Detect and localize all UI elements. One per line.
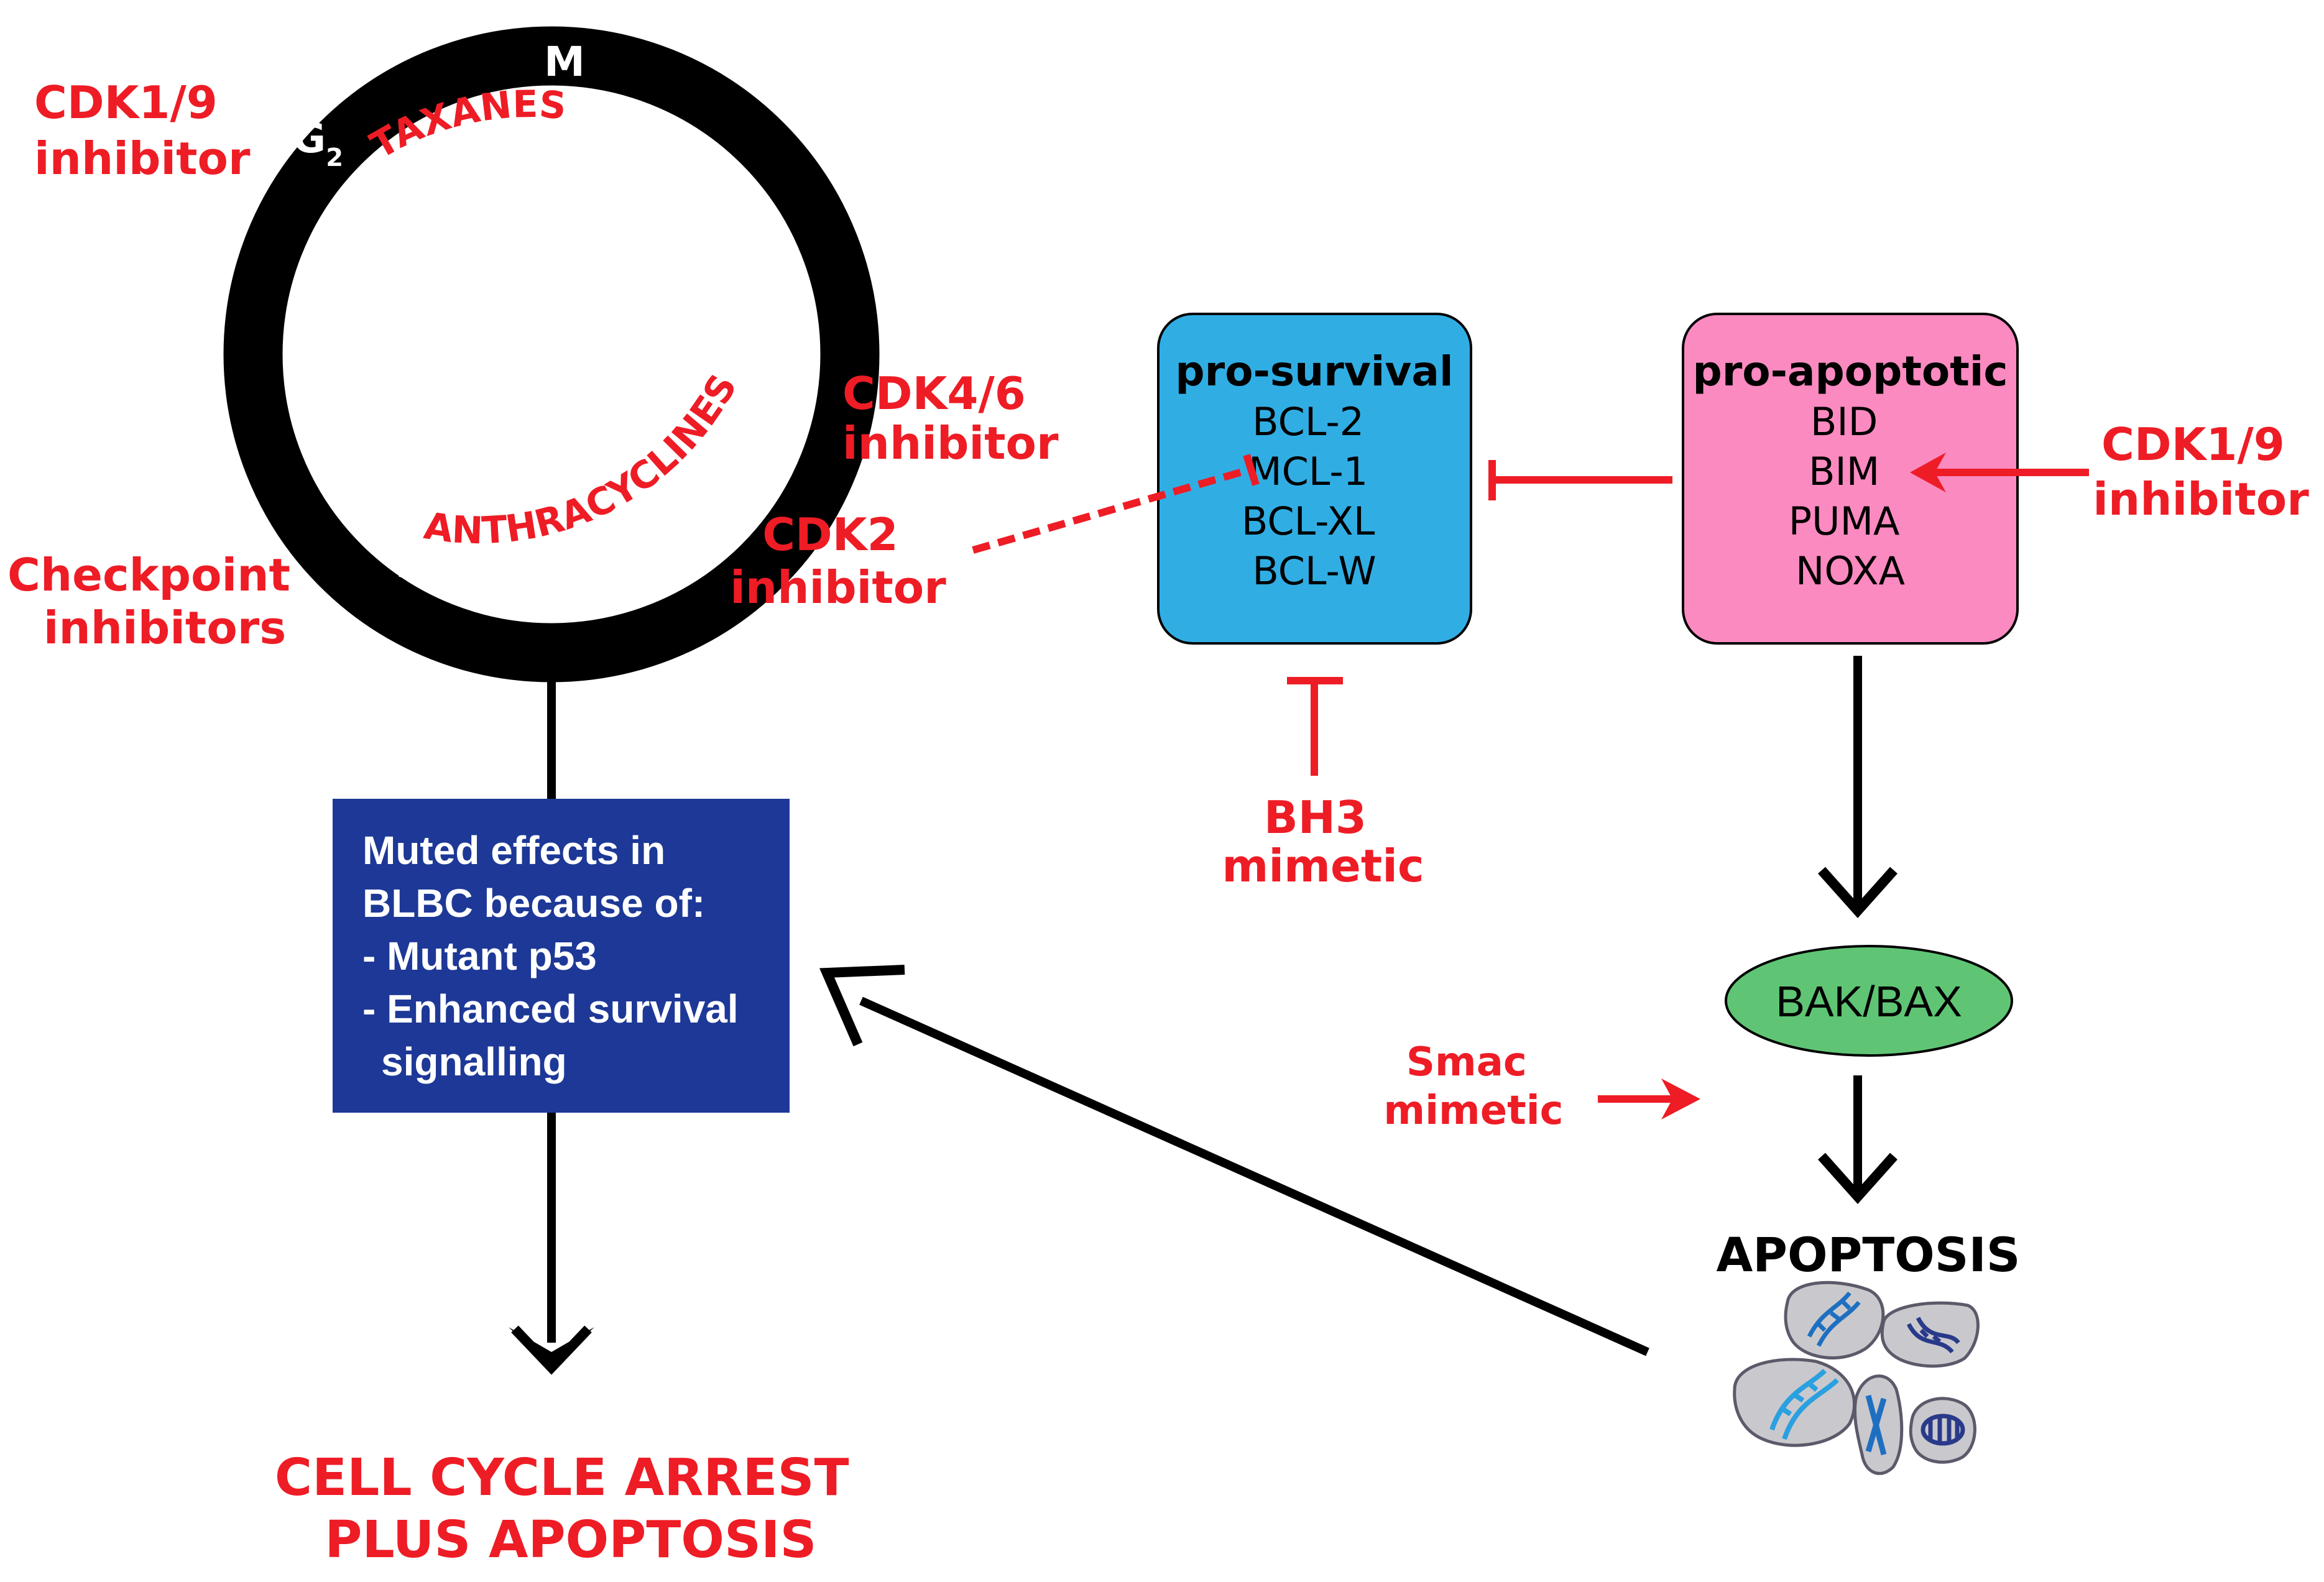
bakbax-label: BAK/BAX [1776, 977, 1962, 1026]
outcome-label: CELL CYCLE ARREST PLUS APOPTOSIS [275, 1448, 867, 1570]
cdk19-right-arrowhead [1910, 453, 1946, 492]
apoptotic-body-5 [1909, 1397, 1976, 1464]
apoptotic-body-3 [1733, 1358, 1856, 1447]
dna-icon-2 [1906, 1317, 1960, 1354]
phase-g2-label: G2 [292, 114, 343, 172]
pro-survival-items: BCL-2 MCL-1 BCL-XL BCL-W [1242, 399, 1387, 594]
cdk2-inhibitor-label: CDK2 inhibitor [730, 508, 946, 614]
pro-survival-box-bg [1157, 313, 1472, 645]
arrowhead-down-outcome-stroke [511, 1325, 592, 1375]
bakbax-ellipse [1725, 945, 2013, 1057]
dna-icon-3 [1769, 1369, 1839, 1440]
bakbax-to-apoptosis-arrowhead [1818, 1152, 1897, 1205]
muted-effects-box: Muted effects in BLBC because of: - Muta… [333, 799, 790, 1113]
cell-cycle-ring [223, 26, 880, 683]
bakbax-node: BAK/BAX [1725, 945, 2013, 1057]
pro-apoptotic-box-bg [1682, 313, 2019, 645]
phase-m-label: M [544, 38, 585, 86]
phase-s-label: S [395, 540, 425, 588]
chromosome-icon [1865, 1394, 1887, 1456]
pro-apoptotic-title: pro-apoptotic [1692, 347, 2008, 395]
cdk19-inhibitor-right-label: CDK1/9 inhibitor [2093, 418, 2309, 525]
apoptotic-body-2 [1880, 1301, 1980, 1368]
feedback-arrow-line [859, 996, 1649, 1356]
dna-icon-1 [1807, 1291, 1861, 1347]
muted-effects-box-bg [333, 799, 790, 1113]
pro-apoptotic-box: pro-apoptotic BID BIM PUMA NOXA [1682, 313, 2019, 645]
cdk2-inhibition-bar [1243, 454, 1260, 486]
smac-arrowhead [1661, 1078, 1700, 1120]
feedback-arrowhead [819, 965, 905, 1047]
pro-survival-title: pro-survival [1175, 347, 1453, 395]
phase-g1-label: G1 [757, 247, 808, 305]
bh3-mimetic-label: BH3 mimetic [1222, 791, 1424, 892]
dna-icon-5 [1921, 1414, 1965, 1446]
muted-effects-text: Muted effects in BLBC because of: - Muta… [362, 828, 749, 1084]
smac-mimetic-label: Smac mimetic [1383, 1039, 1563, 1134]
apoptotic-bodies-illustration [1733, 1281, 1980, 1475]
cdk19-inhibitor-top-label: CDK1/9 inhibitor [34, 76, 251, 185]
pro-apoptotic-items: BID BIM PUMA NOXA [1789, 399, 1912, 594]
anthracyclines-label: ANTHRACYCLINES [422, 367, 746, 553]
checkpoint-inhibitors-label: Checkpoint inhibitors [7, 549, 306, 654]
arrowhead-down-outcome [509, 1327, 594, 1368]
cdk46-inhibitor-label: CDK4/6 inhibitor [842, 367, 1059, 469]
cdk2-dashed-inhibition-line [972, 466, 1252, 554]
apoptosis-label: APOPTOSIS [1716, 1227, 2020, 1282]
apoptotic-body-1 [1784, 1281, 1885, 1359]
pro-survival-box: pro-survival BCL-2 MCL-1 BCL-XL BCL-W [1157, 313, 1472, 645]
apoptotic-to-bakbax-arrowhead [1818, 867, 1897, 919]
cell-cycle: M G2 G1 S TAXANES ANTHRACYCLINES [223, 26, 880, 683]
